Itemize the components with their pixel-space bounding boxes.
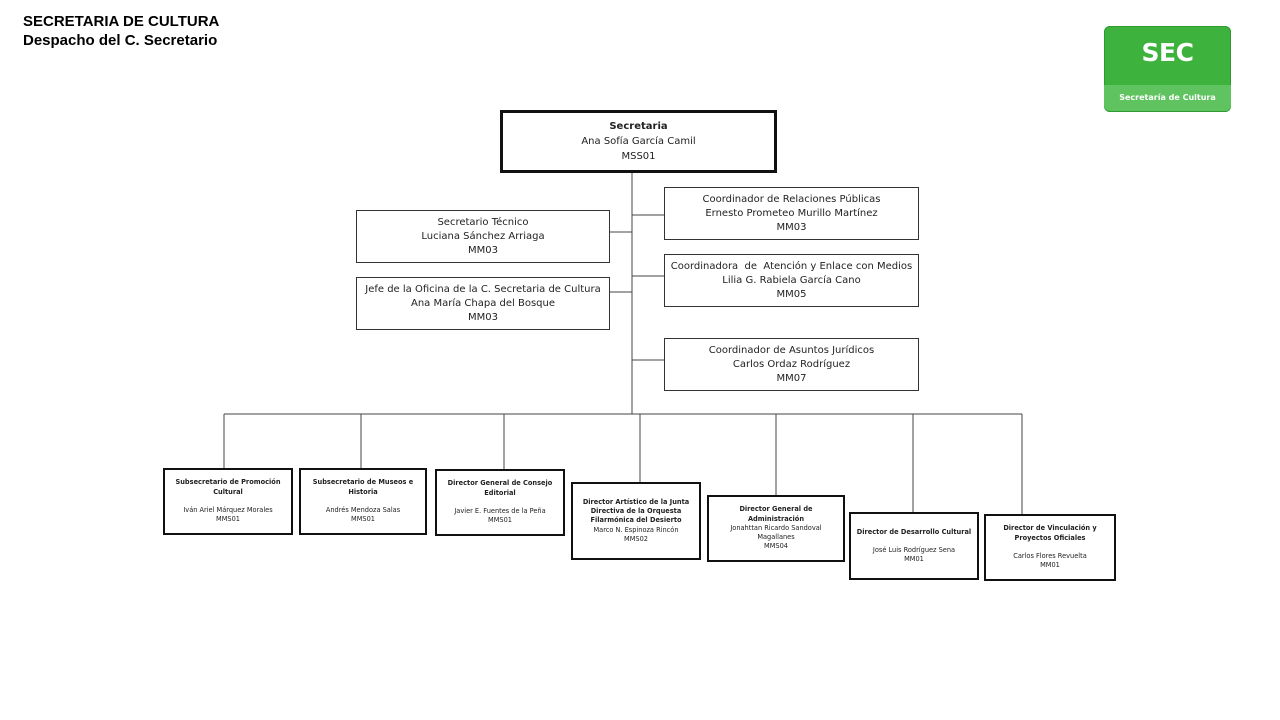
staff-left-box-1: Secretario Técnico Luciana Sánchez Arria… bbox=[356, 210, 610, 263]
box-name: Andrés Mendoza Salas bbox=[325, 506, 401, 514]
box-code: MMS02 bbox=[624, 534, 648, 543]
staff-right-box-1: Coordinador de Relaciones Públicas Ernes… bbox=[664, 187, 919, 240]
box-code: MM01 bbox=[1040, 561, 1060, 570]
page-title: SECRETARIA DE CULTURA bbox=[23, 13, 220, 30]
box-code: MM03 bbox=[468, 311, 498, 323]
logo-band: Secretaría de Cultura bbox=[1104, 85, 1231, 111]
box-name: Carlos Ordaz Rodríguez bbox=[732, 358, 851, 370]
box-code: MMS01 bbox=[488, 516, 512, 525]
unit-box-4: Director Artístico de la Junta Directiva… bbox=[571, 482, 701, 560]
box-code: MMS01 bbox=[216, 515, 240, 524]
box-title: Jefe de la Oficina de la C. Secretaria d… bbox=[365, 283, 601, 295]
box-code: MMS04 bbox=[764, 542, 788, 551]
box-code: MM05 bbox=[776, 288, 807, 300]
box-name: Lilia G. Rabiela García Cano bbox=[722, 274, 861, 286]
box-name: Ana María Chapa del Bosque bbox=[410, 297, 556, 309]
box-name: José Luis Rodríguez Sena bbox=[872, 545, 956, 554]
box-code: MSS01 bbox=[621, 151, 656, 162]
box-title: Director General de Consejo Editorial bbox=[447, 479, 553, 497]
box-name: Iván Ariel Márquez Morales bbox=[183, 506, 273, 514]
box-name: Luciana Sánchez Arriaga bbox=[421, 230, 545, 242]
box-title: Subsecretario de Museos e Historia bbox=[312, 478, 414, 496]
page-subtitle: Despacho del C. Secretario bbox=[23, 32, 218, 49]
box-name: Ana Sofía García Camil bbox=[581, 136, 696, 147]
box-name: Ernesto Prometeo Murillo Martínez bbox=[705, 207, 878, 219]
box-title: Subsecretario de Promoción Cultural bbox=[175, 478, 281, 496]
box-title: Secretaria bbox=[609, 121, 668, 132]
unit-box-2: Subsecretario de Museos e Historia André… bbox=[299, 468, 427, 535]
box-title: Director de Vinculación y Proyectos Ofic… bbox=[1003, 524, 1097, 542]
box-code: MM01 bbox=[904, 555, 924, 564]
box-title: Director Artístico de la Junta Directiva… bbox=[582, 497, 690, 525]
unit-box-5: Director General de Administración Jonah… bbox=[707, 495, 845, 562]
unit-box-1: Subsecretario de Promoción Cultural Iván… bbox=[163, 468, 293, 535]
box-title: Director de Desarrollo Cultural bbox=[856, 527, 972, 536]
staff-left-box-2: Jefe de la Oficina de la C. Secretaria d… bbox=[356, 277, 610, 330]
logo-text: SEC bbox=[1141, 38, 1194, 67]
box-code: MM07 bbox=[776, 372, 807, 384]
box-title: Coordinador de Asuntos Jurídicos bbox=[708, 344, 875, 356]
staff-right-box-2: Coordinadora de Atención y Enlace con Me… bbox=[664, 254, 919, 307]
box-name: Jonahttan Ricardo Sandoval Magallanes bbox=[730, 523, 822, 542]
box-code: MM03 bbox=[776, 221, 807, 233]
unit-box-3: Director General de Consejo Editorial Ja… bbox=[435, 469, 565, 536]
box-name: Carlos Flores Revuelta bbox=[1013, 552, 1087, 560]
box-name: Javier E. Fuentes de la Peña bbox=[454, 507, 546, 515]
box-title: Secretario Técnico bbox=[437, 216, 529, 228]
box-code: MMS01 bbox=[351, 515, 375, 524]
box-title: Coordinador de Relaciones Públicas bbox=[702, 193, 881, 205]
box-code: MM03 bbox=[468, 244, 498, 256]
box-title: Director General de Administración bbox=[739, 505, 813, 523]
box-title: Coordinadora de Atención y Enlace con Me… bbox=[670, 260, 913, 272]
logo-subtext: Secretaría de Cultura bbox=[1119, 93, 1216, 102]
sec-logo: SEC Secretaría de Cultura bbox=[1104, 26, 1231, 112]
box-name: Marco N. Espinoza Rincón bbox=[593, 525, 679, 534]
secretary-box: Secretaria Ana Sofía García Camil MSS01 bbox=[500, 110, 777, 173]
unit-box-6: Director de Desarrollo Cultural José Lui… bbox=[849, 512, 979, 580]
staff-right-box-3: Coordinador de Asuntos Jurídicos Carlos … bbox=[664, 338, 919, 391]
unit-box-7: Director de Vinculación y Proyectos Ofic… bbox=[984, 514, 1116, 581]
